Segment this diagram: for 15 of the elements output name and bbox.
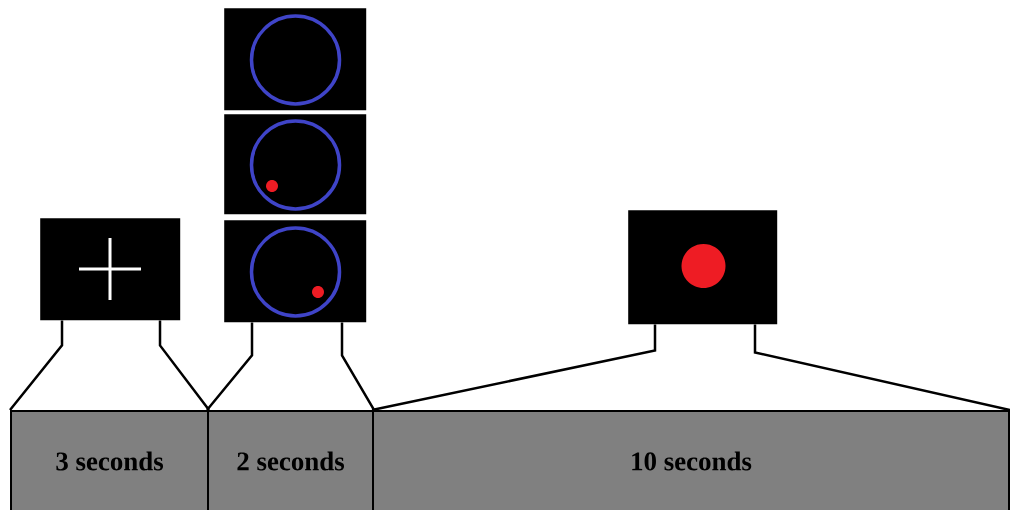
time-segment: 2 seconds: [207, 410, 374, 510]
node-label: 2 seconds: [237, 451, 345, 471]
screen-drawing: [224, 220, 367, 323]
connector-line: [158, 320, 210, 411]
connector-line: [340, 322, 376, 411]
connector-line: [9, 320, 64, 411]
screen-drawing: [224, 114, 367, 215]
screen-drawing: [224, 8, 367, 111]
node-label: 10 seconds: [632, 451, 752, 471]
node-label: 3 seconds: [56, 451, 164, 471]
time-segment: 3 seconds: [10, 410, 209, 510]
screen-drawing: [40, 218, 181, 321]
screen-drawing: [628, 210, 778, 325]
connector-line: [371, 324, 657, 412]
connector-line: [206, 322, 254, 411]
